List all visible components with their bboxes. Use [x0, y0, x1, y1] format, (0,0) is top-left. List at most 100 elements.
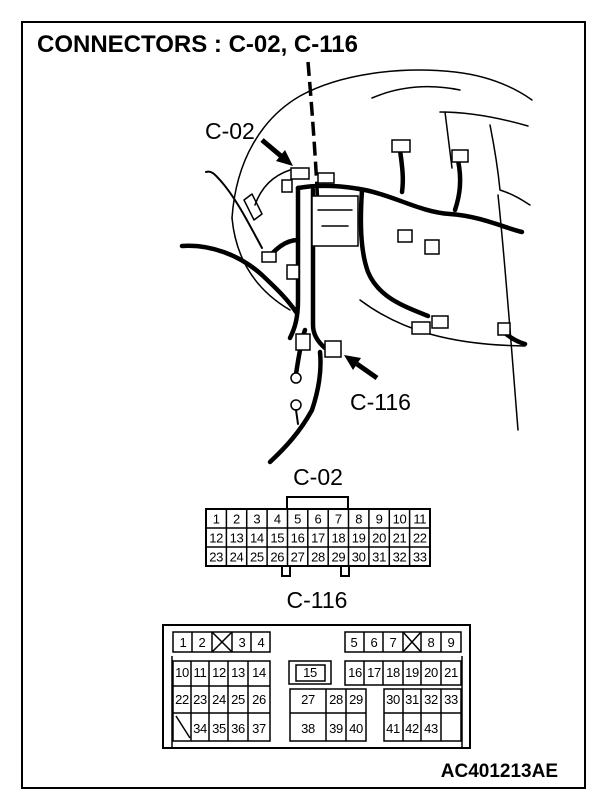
c02-pin: 23 [209, 550, 223, 565]
c116-pin: 41 [386, 721, 400, 736]
c116-right-row1-blank-cavity [402, 631, 422, 653]
c116-pin: 33 [444, 692, 458, 707]
dashboard-upper-outline [231, 69, 533, 219]
figure-id: AC401213AE [441, 761, 558, 782]
c02-pin: 12 [209, 531, 223, 546]
c02-pin: 11 [413, 512, 426, 527]
junction-block-detail [317, 209, 353, 227]
harness-trunk-right [310, 187, 328, 351]
harness-top-branch-2 [452, 157, 463, 213]
c02-pin: 24 [230, 550, 244, 565]
c116-pin: 30 [386, 692, 400, 707]
c02-pin: 31 [372, 550, 386, 565]
panel-bracket [243, 193, 263, 221]
connector-small-left [281, 179, 293, 193]
c02-pin: 2 [233, 512, 240, 527]
connector-c116-target [324, 340, 342, 358]
c116-pin: 25 [231, 692, 245, 707]
c116-pin: 38 [301, 721, 315, 736]
connector-lower-left [295, 333, 311, 351]
connector-top-right-2 [451, 149, 469, 163]
c116-pin: 18 [386, 665, 400, 680]
c02-pin: 19 [352, 531, 366, 546]
c02-pin: 5 [294, 512, 301, 527]
c116-inner-frame [171, 656, 463, 748]
c116-middle-dividers [290, 689, 366, 741]
c116-pin: 28 [329, 692, 343, 707]
c02-pin: 4 [274, 512, 281, 527]
dashboard-left-lower-outline [231, 217, 291, 311]
c02-row-dividers [206, 527, 430, 548]
c02-pin: 13 [230, 531, 244, 546]
page-title: CONNECTORS : C-02, C-116 [37, 31, 358, 58]
callout-c116-label: C-116 [350, 389, 411, 415]
c116-pin: 42 [405, 721, 419, 736]
connector-top-center [317, 172, 335, 184]
c02-pin: 32 [393, 550, 407, 565]
cluster-right-edge [489, 124, 531, 206]
c116-right-lower-dividers [384, 689, 461, 741]
harness-left-branch [179, 243, 299, 315]
c116-pin: 20 [424, 665, 438, 680]
c02-bottom-tabs [281, 566, 350, 577]
c116-pin: 2 [199, 635, 206, 650]
c116-pin: 13 [231, 665, 245, 680]
c116-left-row1 [172, 631, 271, 653]
junction-block [311, 195, 359, 247]
callout-c02-label: C-02 [205, 118, 255, 144]
c116-connector-label: C-116 [287, 587, 348, 613]
c02-pin: 22 [413, 531, 427, 546]
connector-lower-right-1 [411, 321, 431, 335]
ground-terminal-lead [295, 409, 299, 425]
c02-pin: 18 [331, 531, 345, 546]
connector-far-right [497, 322, 511, 336]
c116-pin: 12 [212, 665, 226, 680]
c116-pin: 3 [239, 635, 246, 650]
c02-connector-label: C-02 [293, 464, 343, 490]
c02-housing [205, 508, 431, 567]
c02-column-dividers [225, 509, 411, 566]
cluster-right-outline [439, 111, 529, 127]
c116-pin15-inner [295, 664, 326, 682]
c116-pin: 11 [194, 665, 207, 680]
c116-left-rows-2-4 [172, 660, 271, 742]
c02-lock-tab [286, 496, 349, 509]
c116-pin: 22 [175, 692, 189, 707]
c116-left-column-dividers [190, 661, 249, 741]
c02-pin: 21 [393, 531, 407, 546]
c116-right-rows-3-4 [383, 688, 462, 742]
c116-pin15-cell [288, 660, 332, 685]
connector-mid-right-2 [424, 239, 440, 255]
connector-mid-right-1 [397, 229, 413, 243]
c02-pin: 29 [331, 550, 345, 565]
harness-illustration [179, 61, 533, 465]
c02-pin: 33 [413, 550, 427, 565]
c116-pin: 1 [180, 635, 187, 650]
c116-pin: 31 [405, 692, 419, 707]
c02-pin: 3 [253, 512, 260, 527]
callout-c02-arrow-head [276, 150, 293, 166]
c116-pin: 8 [428, 635, 435, 650]
dashboard-right-edge [497, 194, 519, 431]
harness-right-branch [358, 187, 431, 319]
c02-pin: 20 [372, 531, 386, 546]
ground-terminal-2 [290, 399, 302, 411]
c116-left-row1-blank-cavity [211, 631, 233, 653]
c116-right-row2-dividers [363, 661, 442, 685]
c116-right-row1-dividers [363, 632, 442, 652]
c116-pin: 21 [444, 665, 458, 680]
c116-pin: 5 [351, 635, 358, 650]
c02-pin: 8 [355, 512, 362, 527]
c02-pin: 30 [352, 550, 366, 565]
c116-pin: 40 [349, 721, 363, 736]
harness-thin-wire [205, 170, 263, 249]
figure-border [21, 21, 586, 789]
c02-pin: 16 [291, 531, 305, 546]
connector-c02-target [290, 167, 310, 180]
c116-left-row1-dividers [191, 632, 252, 652]
c116-pin: 37 [252, 721, 266, 736]
